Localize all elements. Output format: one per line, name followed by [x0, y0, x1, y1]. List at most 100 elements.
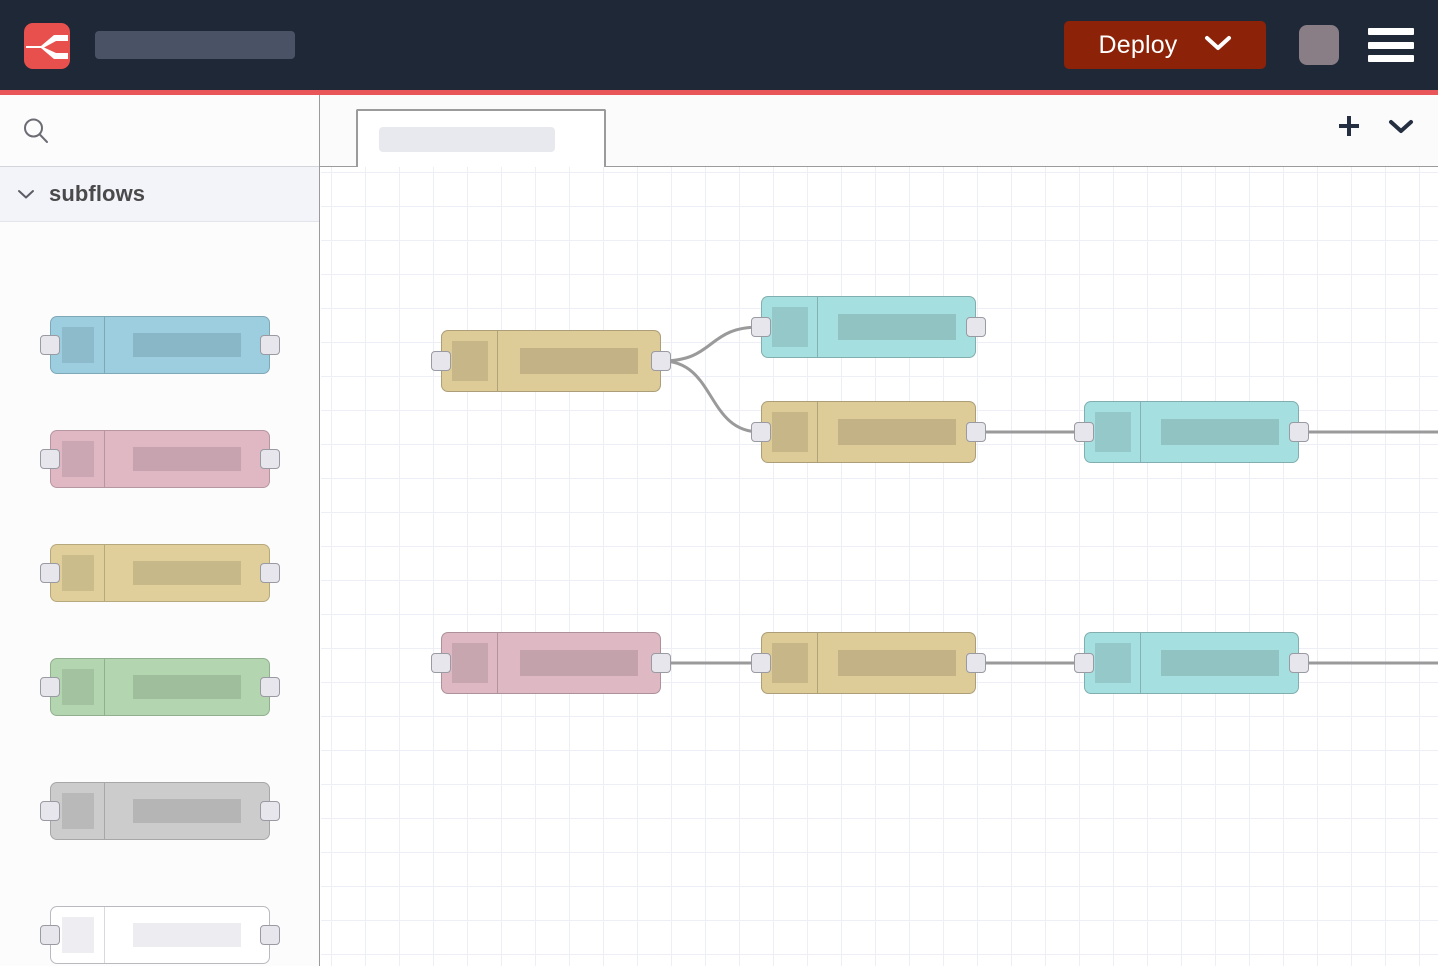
- palette-node-body: [105, 783, 269, 839]
- flow-node-cyan-top[interactable]: [751, 296, 986, 358]
- palette-node-6[interactable]: [40, 906, 280, 964]
- tab-bar-actions: [1334, 111, 1416, 141]
- palette-search-bar[interactable]: [0, 95, 319, 167]
- flow-node-cyan-bot[interactable]: [1074, 632, 1309, 694]
- node-body: [1141, 633, 1298, 693]
- wire[interactable]: [660, 325, 762, 363]
- node-label-placeholder: [1160, 419, 1279, 445]
- palette-node-input-port[interactable]: [40, 449, 60, 469]
- node-label-placeholder: [1160, 650, 1279, 676]
- node-icon-box: [1085, 402, 1141, 462]
- palette-node-output-port[interactable]: [260, 449, 280, 469]
- palette-node-body: [105, 659, 269, 715]
- hamburger-bar: [1368, 41, 1414, 49]
- palette-node-label-placeholder: [133, 799, 241, 823]
- chevron-down-icon[interactable]: [1386, 111, 1416, 141]
- node-body: [818, 633, 975, 693]
- palette-node-output-port[interactable]: [260, 677, 280, 697]
- palette-node-input-port[interactable]: [40, 335, 60, 355]
- app-title-placeholder: [95, 31, 295, 59]
- search-icon[interactable]: [22, 117, 50, 145]
- node-output-port[interactable]: [1289, 653, 1309, 673]
- node-label-placeholder: [837, 314, 956, 340]
- palette-node-label-placeholder: [133, 675, 241, 699]
- flow-canvas[interactable]: [321, 167, 1438, 966]
- plus-icon[interactable]: [1334, 111, 1364, 141]
- flow-node-inject[interactable]: [431, 330, 671, 392]
- header-accent-bar: [0, 90, 1438, 95]
- node-output-port[interactable]: [966, 317, 986, 337]
- chevron-down-icon: [16, 184, 36, 204]
- palette-node-icon-box: [51, 545, 105, 601]
- palette-node-3[interactable]: [40, 544, 280, 602]
- palette-node-icon: [61, 441, 94, 477]
- nodered-logo-icon[interactable]: [24, 23, 70, 69]
- palette-node-output-port[interactable]: [260, 563, 280, 583]
- node-body: [818, 297, 975, 357]
- hamburger-menu-icon[interactable]: [1368, 28, 1414, 62]
- palette-node-label-placeholder: [133, 561, 241, 585]
- hamburger-bar: [1368, 28, 1414, 35]
- user-avatar[interactable]: [1299, 25, 1339, 65]
- palette-node-icon: [61, 793, 94, 829]
- node-output-port[interactable]: [1289, 422, 1309, 442]
- node-icon-box: [1085, 633, 1141, 693]
- node-icon-box: [762, 297, 818, 357]
- palette-node-body: [105, 431, 269, 487]
- node-output-port[interactable]: [966, 653, 986, 673]
- node-icon: [451, 643, 488, 683]
- app-header: Deploy: [0, 0, 1438, 90]
- deploy-button[interactable]: Deploy: [1064, 21, 1266, 69]
- node-input-port[interactable]: [751, 653, 771, 673]
- palette-node-label-placeholder: [133, 923, 241, 947]
- hamburger-bar: [1368, 55, 1414, 62]
- flow-node-cyan-mid[interactable]: [1074, 401, 1309, 463]
- palette-node-input-port[interactable]: [40, 925, 60, 945]
- node-input-port[interactable]: [431, 653, 451, 673]
- node-body: [818, 402, 975, 462]
- palette-node-input-port[interactable]: [40, 801, 60, 821]
- node-input-port[interactable]: [751, 422, 771, 442]
- node-input-port[interactable]: [1074, 653, 1094, 673]
- palette-node-1[interactable]: [40, 316, 280, 374]
- palette-node-icon-box: [51, 659, 105, 715]
- flow-node-pink[interactable]: [431, 632, 671, 694]
- palette-node-2[interactable]: [40, 430, 280, 488]
- wire[interactable]: [660, 359, 762, 434]
- palette-node-body: [105, 907, 269, 963]
- palette-node-output-port[interactable]: [260, 335, 280, 355]
- node-icon-box: [762, 402, 818, 462]
- palette-node-icon: [61, 917, 94, 953]
- flow-tab-active[interactable]: [356, 109, 606, 167]
- palette-node-icon: [61, 327, 94, 363]
- palette-node-label-placeholder: [133, 333, 241, 357]
- palette-node-5[interactable]: [40, 782, 280, 840]
- palette-node-output-port[interactable]: [260, 801, 280, 821]
- node-icon-box: [442, 633, 498, 693]
- node-input-port[interactable]: [431, 351, 451, 371]
- flow-tab-label-placeholder: [379, 126, 555, 152]
- node-icon: [1094, 643, 1131, 683]
- palette-node-icon-box: [51, 907, 105, 963]
- wire-layer: [660, 325, 1438, 665]
- node-body: [1141, 402, 1298, 462]
- palette-node-input-port[interactable]: [40, 677, 60, 697]
- chevron-down-icon: [1204, 34, 1232, 57]
- node-output-port[interactable]: [966, 422, 986, 442]
- node-input-port[interactable]: [751, 317, 771, 337]
- node-input-port[interactable]: [1074, 422, 1094, 442]
- palette-category-label: subflows: [49, 181, 146, 206]
- flow-tab-bar: [320, 95, 1438, 167]
- palette-node-input-port[interactable]: [40, 563, 60, 583]
- palette-node-output-port[interactable]: [260, 925, 280, 945]
- palette-node-4[interactable]: [40, 658, 280, 716]
- node-output-port[interactable]: [651, 351, 671, 371]
- flow-node-yellow-b[interactable]: [751, 632, 986, 694]
- node-icon: [771, 643, 808, 683]
- flow-node-mid[interactable]: [751, 401, 986, 463]
- palette-category-subflows[interactable]: subflows: [0, 167, 319, 222]
- node-output-port[interactable]: [651, 653, 671, 673]
- node-icon-box: [442, 331, 498, 391]
- deploy-button-label: Deploy: [1098, 30, 1178, 59]
